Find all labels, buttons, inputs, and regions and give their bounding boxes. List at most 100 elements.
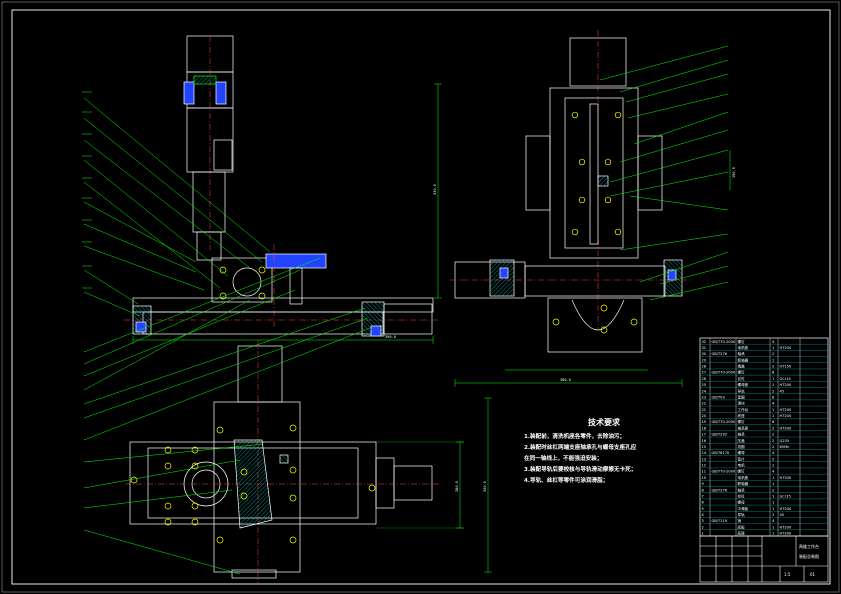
bom-cell: 轴承 [738, 351, 746, 356]
bom-cell: 电机 [738, 463, 746, 468]
bom-cell: 滑块 [738, 401, 746, 406]
bom-cell: 22 [702, 402, 707, 406]
bom-cell: GB/T70-2000 [712, 420, 736, 424]
bom-cell: 2 [772, 513, 774, 517]
bom-cell: GB/T70-2000 [712, 470, 736, 474]
side-width-dimension: 380.0 [560, 378, 571, 382]
bom-cell: GB/T93 [712, 395, 725, 399]
top-inner-dimension: 280.0 [455, 481, 459, 492]
bom-cell: HT150 [780, 365, 792, 369]
bom-cell: 1 [702, 532, 704, 536]
bom-cell: HT200 [780, 346, 792, 350]
front-width-dimension: 390.0 [385, 335, 396, 339]
bom-cell: HT200 [780, 532, 792, 536]
bom-cell: 16 [702, 439, 707, 443]
bom-cell: 1 [772, 476, 774, 480]
bom-cell: 2 [772, 457, 774, 461]
title-name-line-1: 两维工作台 [799, 543, 819, 549]
bom-cell: HT200 [780, 476, 792, 480]
title-name-line-2: 装配总装图 [799, 553, 819, 559]
bom-cell: 螺母 [738, 450, 746, 455]
bom-cell: 1 [772, 377, 774, 381]
bom-cell: 27 [702, 371, 707, 375]
bom-cell: 4 [702, 513, 705, 517]
bom-cell: 螺钉 [738, 469, 746, 474]
bom-cell: 4 [772, 340, 775, 344]
bom-cell: 15 [702, 445, 707, 449]
sheet-inner-border [11, 9, 831, 585]
bom-cell: GB/T292 [712, 433, 728, 437]
bom-cell: 销 [738, 518, 742, 523]
bom-cell: 轴承座 [738, 425, 749, 430]
bom-cell: 4 [772, 470, 775, 474]
bom-cell: 1 [772, 501, 774, 505]
bom-cell: GB/T6170 [712, 451, 731, 455]
bom-cell: 2 [772, 445, 774, 449]
bom-cell: HT200 [780, 383, 792, 387]
bom-cell: 轴承 [738, 487, 746, 492]
bom-cell: 1 [772, 358, 774, 362]
bom-cell: 联轴器 [738, 481, 749, 486]
bom-cell: 1 [772, 383, 774, 387]
bom-cell: 45 [780, 389, 785, 393]
requirement-line-1: 1.装配前，清洗机座各零件，去除油污； [524, 432, 625, 440]
top-height-dimension: 350.0 [483, 481, 487, 492]
bom-cell: 19 [702, 420, 707, 424]
bom-cell: 压盖 [738, 438, 746, 443]
bom-cell: 2 [772, 389, 774, 393]
bom-cell: 2 [772, 433, 774, 437]
front-view [124, 35, 440, 344]
bom-cell: 挡圈 [738, 444, 746, 449]
bom-cell: GB/T119 [712, 519, 728, 523]
bom-cell: 5 [702, 507, 704, 511]
bom-cell: 8 [702, 488, 705, 492]
title-scale: 1:5 [784, 572, 791, 577]
bom-cell: 1 [772, 507, 774, 511]
bom-cell: 螺母 [738, 500, 746, 505]
bom-cell: 29 [702, 358, 707, 362]
bom-cell: 电机座 [738, 475, 749, 480]
requirement-line-3: 在同一轴线上，不能强迫安装； [524, 454, 602, 462]
bom-cell: 17 [702, 433, 707, 437]
bom-cell: 25 [702, 383, 707, 387]
bom-cell: 6 [702, 501, 705, 505]
bom-cell: 端盖 [738, 364, 746, 369]
bom-cell: 1 [772, 494, 774, 498]
bom-cell: 联轴器 [738, 357, 749, 362]
requirement-line-5: 4.导轨、丝杠等零件可涂润滑脂； [524, 476, 608, 484]
bom-cell: GCr15 [780, 494, 791, 498]
bom-cell: 3 [702, 519, 704, 523]
bom-cell: 导轨 [738, 388, 746, 393]
bom-cell: 8 [772, 395, 775, 399]
bom-cell: 65Mn [780, 445, 790, 449]
bom-cell: 21 [702, 408, 707, 412]
requirements-title: 技术要求 [588, 417, 621, 427]
title-block [699, 535, 829, 583]
bom-cell: 底板 [738, 524, 746, 529]
bom-cell: GB/T276 [712, 488, 728, 492]
technical-requirements: 技术要求 1.装配前，清洗机座各零件，去除油污； 2.装配时丝杠两端支座轴承孔与… [524, 417, 637, 484]
bom-cell: 13 [702, 457, 707, 461]
bom-cell: 4 [772, 519, 775, 523]
bom-cell: HT200 [780, 426, 792, 430]
bom-cell: 1 [772, 525, 774, 529]
bom-cell: HT200 [780, 414, 792, 418]
bom-cell: 9 [702, 482, 705, 486]
bom-cell: 18 [702, 426, 707, 430]
bom-cell: 垫片 [738, 456, 746, 461]
bom-cell: 6 [772, 420, 775, 424]
bom-cell: 28 [702, 365, 707, 369]
bom-cell: 23 [702, 395, 707, 399]
bom-cell: 轴承 [738, 432, 746, 437]
bom-cell: 20 [702, 414, 707, 418]
bom-cell: 14 [702, 451, 707, 455]
bom-cell: 底座 [738, 413, 746, 418]
bom-cell: 中滑板 [738, 506, 749, 511]
bom-cell: 24 [702, 389, 707, 393]
bom-cell: 垫圈 [738, 394, 746, 399]
bom-cell: 4 [772, 451, 775, 455]
bom-cell: GB/T70-2000 [712, 371, 736, 375]
